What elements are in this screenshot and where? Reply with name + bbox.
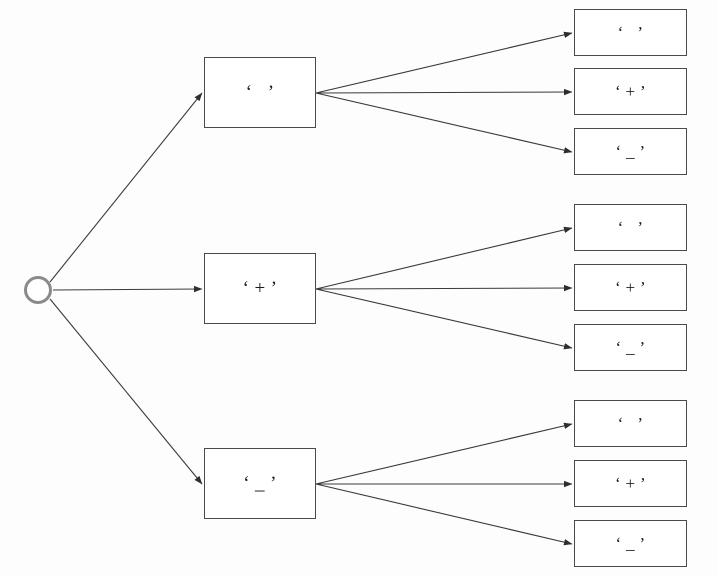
node-label-n2: ‘ + ’ [242, 278, 278, 299]
node-label-n3a: ‘ ’ [617, 414, 644, 433]
node-box-n2[interactable]: ‘ + ’ [204, 253, 316, 324]
node-label-n2a: ‘ ’ [617, 218, 644, 237]
node-box-n3[interactable]: ‘ _ ’ [204, 448, 316, 519]
edge-root-to-n3 [49, 298, 203, 485]
edge-n1-to-n1c [315, 92, 573, 154]
node-label-n1a: ‘ ’ [617, 23, 644, 42]
node-box-n2a[interactable]: ‘ ’ [574, 204, 687, 251]
node-box-n1c[interactable]: ‘ _ ’ [574, 128, 687, 175]
root-node[interactable] [24, 276, 52, 304]
edge-root-to-n2 [52, 285, 203, 293]
node-box-n3a[interactable]: ‘ ’ [574, 400, 687, 447]
node-box-n1a[interactable]: ‘ ’ [574, 9, 687, 56]
node-label-n3: ‘ _ ’ [243, 473, 277, 494]
node-box-n1b[interactable]: ‘ + ’ [574, 68, 687, 115]
node-box-n3b[interactable]: ‘ + ’ [574, 460, 687, 507]
edge-n1-to-n1b [315, 88, 573, 96]
edge-n3-to-n3c [315, 483, 573, 546]
edges-group [49, 31, 573, 546]
node-box-n1[interactable]: ‘ ’ [204, 57, 316, 128]
edge-root-to-n1 [49, 92, 203, 283]
node-label-n1: ‘ ’ [245, 82, 275, 103]
edge-n1-to-n1a [315, 31, 573, 94]
edge-n3-to-n3a [315, 422, 573, 485]
node-box-n2c[interactable]: ‘ _ ’ [574, 324, 687, 371]
edge-n2-to-n2c [315, 288, 573, 350]
node-label-n1c: ‘ _ ’ [615, 142, 646, 161]
node-label-n2b: ‘ + ’ [614, 278, 647, 297]
node-label-n3b: ‘ + ’ [614, 474, 647, 493]
node-label-n2c: ‘ _ ’ [615, 338, 646, 357]
node-label-n1b: ‘ + ’ [614, 82, 647, 101]
node-box-n3c[interactable]: ‘ _ ’ [574, 520, 687, 567]
node-label-n3c: ‘ _ ’ [615, 534, 646, 553]
edge-n2-to-n2a [315, 226, 573, 290]
node-box-n2b[interactable]: ‘ + ’ [574, 264, 687, 311]
edge-n2-to-n2b [315, 284, 573, 292]
